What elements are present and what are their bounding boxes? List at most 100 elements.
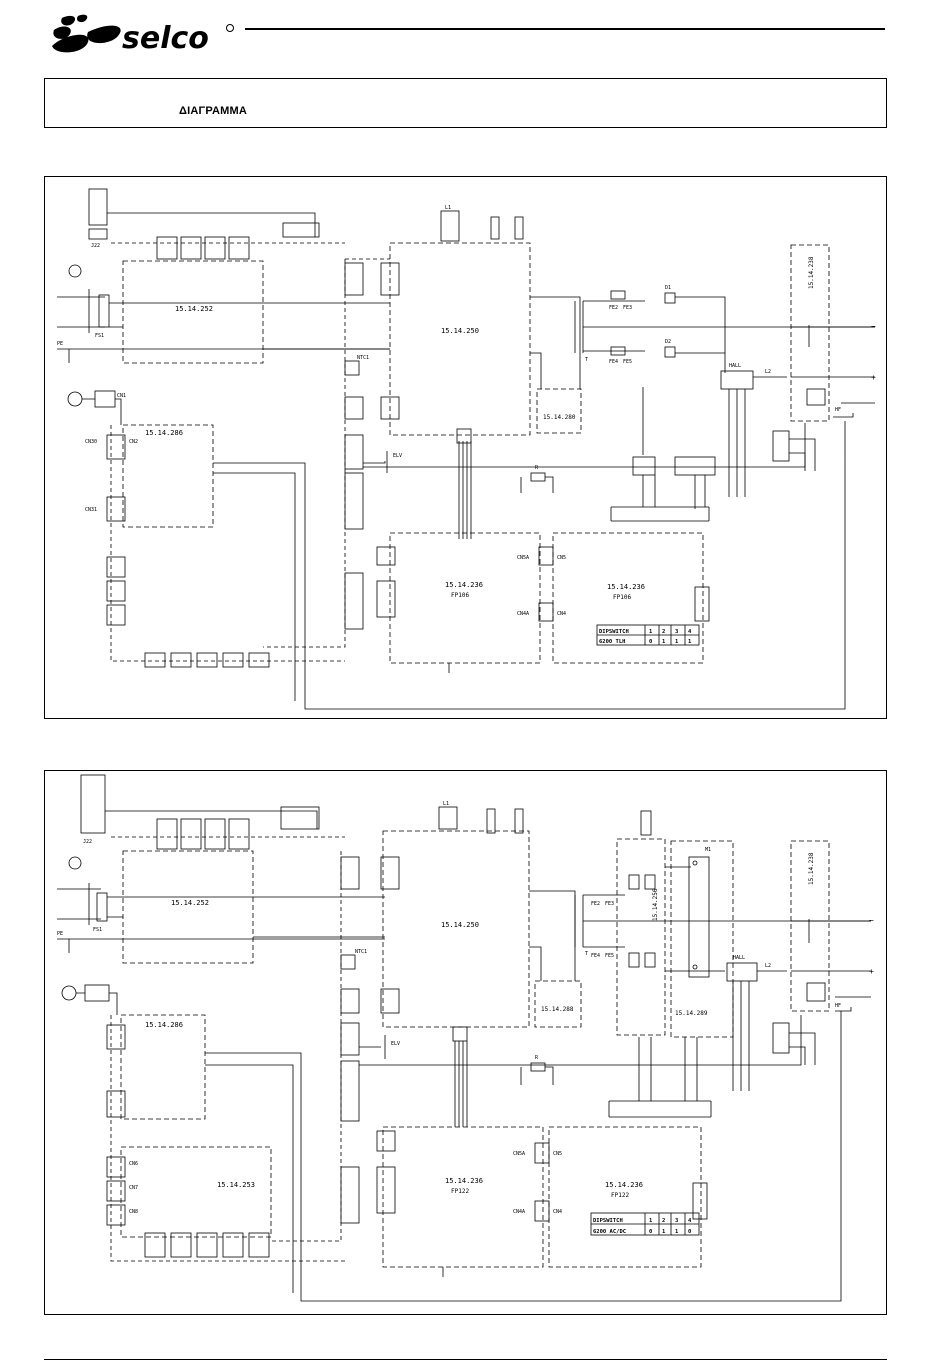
dip2-row-label: 6200 AC/DC — [593, 1229, 626, 1235]
label-l2-2: L2 — [765, 963, 771, 969]
wiring-diagram-1: J22 15.14.252 15.14.250 15.14.286 15.14.… — [44, 176, 887, 719]
block-15-14-252-2: 15.14.252 — [171, 899, 209, 907]
label-cn6: CN6 — [129, 1161, 138, 1167]
label-t: T — [585, 357, 588, 363]
dip2-row-1: 0 — [649, 1229, 652, 1235]
dip2-row-4: 0 — [688, 1229, 691, 1235]
label-d2: D2 — [665, 339, 671, 345]
dip1-head-label: DIPSWITCH — [599, 629, 629, 635]
label-hall-2: HALL — [733, 955, 745, 961]
block-fp106-a: FP106 — [451, 592, 469, 599]
dip2-head-1: 1 — [649, 1218, 653, 1224]
connector-j22-2: J22 — [83, 839, 92, 845]
block-15-14-250: 15.14.250 — [441, 327, 479, 335]
label-plus: + — [871, 373, 876, 382]
label-fe3-2: FE3 — [605, 901, 614, 907]
label-fe5-2: FE5 — [605, 953, 614, 959]
label-cn5-2: CN5 — [553, 1151, 562, 1157]
label-r-2: R — [535, 1055, 539, 1061]
label-cn2: CN2 — [129, 439, 138, 445]
label-fs1: FS1 — [95, 333, 104, 339]
block-15-14-286: 15.14.286 — [145, 429, 183, 437]
label-cn4a-2: CN4A — [513, 1209, 525, 1215]
block-fp122-b: FP122 — [611, 1192, 629, 1199]
dip1-row-2: 1 — [662, 639, 666, 645]
label-l2: L2 — [765, 369, 771, 375]
block-15-14-250-2: 15.14.250 — [441, 921, 479, 929]
dip2-head-3: 3 — [675, 1218, 678, 1224]
dip2-head-label: DIPSWITCH — [593, 1218, 623, 1224]
dip1-row-1: 0 — [649, 639, 652, 645]
selco-logo-mark: selco — [52, 14, 234, 56]
footer-rule — [44, 1359, 887, 1360]
block-15-14-238: 15.14.238 — [808, 256, 815, 289]
block-15-14-252: 15.14.252 — [175, 305, 213, 313]
label-elv-2: ELV — [391, 1041, 400, 1047]
wiring-diagram-1-svg: J22 15.14.252 15.14.250 15.14.286 15.14.… — [57, 188, 876, 710]
title-box: ΔΙΑΓΡΑΜΜΑ — [44, 78, 887, 128]
label-r: R — [535, 465, 539, 471]
dip1-row-3: 1 — [675, 639, 679, 645]
label-fe3: FE3 — [623, 305, 632, 311]
block-15-14-236-a: 15.14.236 — [445, 581, 483, 589]
block-15-14-236-c: 15.14.236 — [445, 1177, 483, 1185]
label-fe5: FE5 — [623, 359, 632, 365]
label-minus-2: − — [869, 916, 874, 925]
dip2-row-2: 1 — [662, 1229, 666, 1235]
connector-j22: J22 — [91, 243, 100, 249]
label-hall: HALL — [729, 363, 741, 369]
label-hf: HF — [835, 407, 841, 413]
block-fp122-a: FP122 — [451, 1188, 469, 1195]
dip2-head-4: 4 — [688, 1218, 692, 1224]
dip2-head-2: 2 — [662, 1218, 665, 1224]
label-t-2: T — [585, 951, 588, 957]
label-plus-2: + — [869, 967, 874, 976]
block-15-14-236-b: 15.14.236 — [607, 583, 645, 591]
brand-name: selco — [122, 21, 209, 56]
label-cn5a: CN5A — [517, 555, 529, 561]
label-cn4a: CN4A — [517, 611, 529, 617]
label-d1: D1 — [665, 285, 671, 291]
selco-logo: selco — [48, 12, 238, 60]
block-15-14-238-2: 15.14.238 — [808, 852, 815, 885]
label-l1: L1 — [445, 205, 451, 211]
dip1-head-1: 1 — [649, 629, 653, 635]
label-cn5a-2: CN5A — [513, 1151, 525, 1157]
label-cn31: CN31 — [85, 507, 97, 513]
label-cn30: CN30 — [85, 439, 97, 445]
label-ntc1: NTC1 — [357, 355, 369, 361]
label-cn4-2: CN4 — [553, 1209, 562, 1215]
label-fe4: FE4 — [609, 359, 618, 365]
block-15-14-280: 15.14.280 — [543, 414, 576, 421]
block-15-14-286-2: 15.14.286 — [145, 1021, 183, 1029]
header-rule — [245, 28, 885, 30]
label-ntc1-2: NTC1 — [355, 949, 367, 955]
label-pe-2: PE — [57, 931, 63, 937]
label-elv: ELV — [393, 453, 402, 459]
block-15-14-288: 15.14.288 — [541, 1006, 574, 1013]
label-fe2: FE2 — [609, 305, 618, 311]
dip1-head-2: 2 — [662, 629, 665, 635]
label-pe: PE — [57, 341, 63, 347]
block-fp106-b: FP106 — [613, 594, 631, 601]
dip2-row-3: 1 — [675, 1229, 679, 1235]
label-cn7: CN7 — [129, 1185, 138, 1191]
dip1-row-4: 1 — [688, 639, 692, 645]
block-15-14-289: 15.14.289 — [675, 1010, 708, 1017]
dip1-head-3: 3 — [675, 629, 678, 635]
label-fs1-2: FS1 — [93, 927, 102, 933]
label-m1: M1 — [705, 847, 711, 853]
block-15-14-253: 15.14.253 — [217, 1181, 255, 1189]
label-hf-2: HF — [835, 1003, 841, 1009]
block-15-14-236-d: 15.14.236 — [605, 1181, 643, 1189]
label-minus: − — [871, 322, 876, 331]
dip1-row-label: 6200 TLH — [599, 639, 626, 645]
wiring-diagram-2-svg: J22 15.14.252 15.14.250 15.14.286 15.14.… — [57, 774, 874, 1302]
label-fe4-2: FE4 — [591, 953, 600, 959]
label-cn8: CN8 — [129, 1209, 138, 1215]
label-cn4: CN4 — [557, 611, 566, 617]
label-l1-2: L1 — [443, 801, 449, 807]
wiring-diagram-2: J22 15.14.252 15.14.250 15.14.286 15.14.… — [44, 770, 887, 1315]
label-fe2-2: FE2 — [591, 901, 600, 907]
label-cn1: CN1 — [117, 393, 126, 399]
